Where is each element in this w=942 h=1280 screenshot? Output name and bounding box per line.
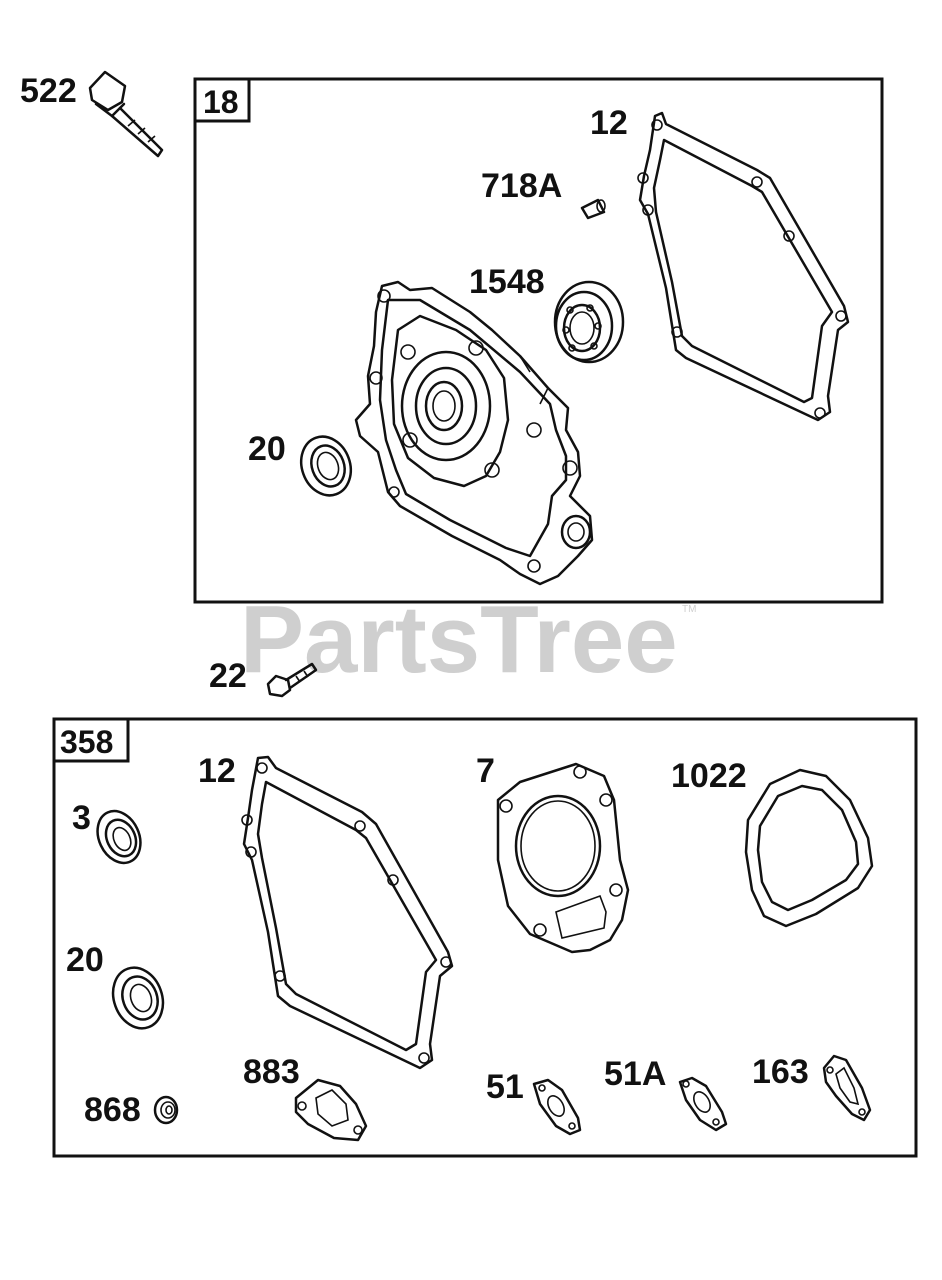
part-20-oil-seal-bottom[interactable]	[105, 961, 171, 1036]
watermark: PartsTree	[240, 586, 678, 693]
part-718A-dowel-pin[interactable]	[580, 198, 606, 220]
kit-box-358: 358	[52, 717, 918, 1158]
callout-12-top: 12	[590, 104, 628, 142]
callout-20-top: 20	[248, 430, 286, 468]
part-1022-valve-cover-gasket[interactable]	[744, 768, 874, 928]
crankcase-cover[interactable]	[354, 280, 594, 586]
part-1548-bearing[interactable]	[553, 280, 625, 364]
part-868-valve-seal[interactable]	[153, 1095, 179, 1125]
callout-1548: 1548	[469, 263, 545, 301]
callout-522: 522	[20, 72, 77, 110]
part-22-bolt[interactable]	[266, 662, 318, 698]
callout-22: 22	[209, 657, 247, 695]
callout-3: 3	[72, 799, 91, 837]
part-12-gasket-top[interactable]	[637, 111, 850, 422]
part-20-oil-seal-top[interactable]	[293, 430, 359, 503]
kit-box-18: 18	[193, 77, 884, 604]
part-7-head-gasket[interactable]	[496, 762, 630, 954]
callout-12-bottom: 12	[198, 752, 236, 790]
part-522-dipstick[interactable]	[88, 70, 164, 158]
callout-7: 7	[476, 752, 495, 790]
callout-883: 883	[243, 1053, 300, 1091]
part-3-oil-seal[interactable]	[89, 804, 148, 870]
part-12-gasket-bottom[interactable]	[241, 755, 454, 1070]
callout-868: 868	[84, 1091, 141, 1129]
callout-1022: 1022	[671, 757, 747, 795]
kit-box-label: 18	[203, 84, 239, 120]
part-163-gasket[interactable]	[822, 1054, 872, 1122]
callout-51: 51	[486, 1068, 524, 1106]
kit-box-label: 358	[60, 724, 113, 760]
part-883-gasket[interactable]	[294, 1078, 368, 1142]
callout-718A: 718A	[481, 167, 562, 205]
callout-20-bottom: 20	[66, 941, 104, 979]
callout-51A: 51A	[604, 1055, 666, 1093]
part-51-gasket[interactable]	[532, 1078, 582, 1136]
callout-163: 163	[752, 1053, 809, 1091]
part-51A-gasket[interactable]	[678, 1076, 728, 1132]
watermark-trademark: TM	[682, 604, 696, 615]
